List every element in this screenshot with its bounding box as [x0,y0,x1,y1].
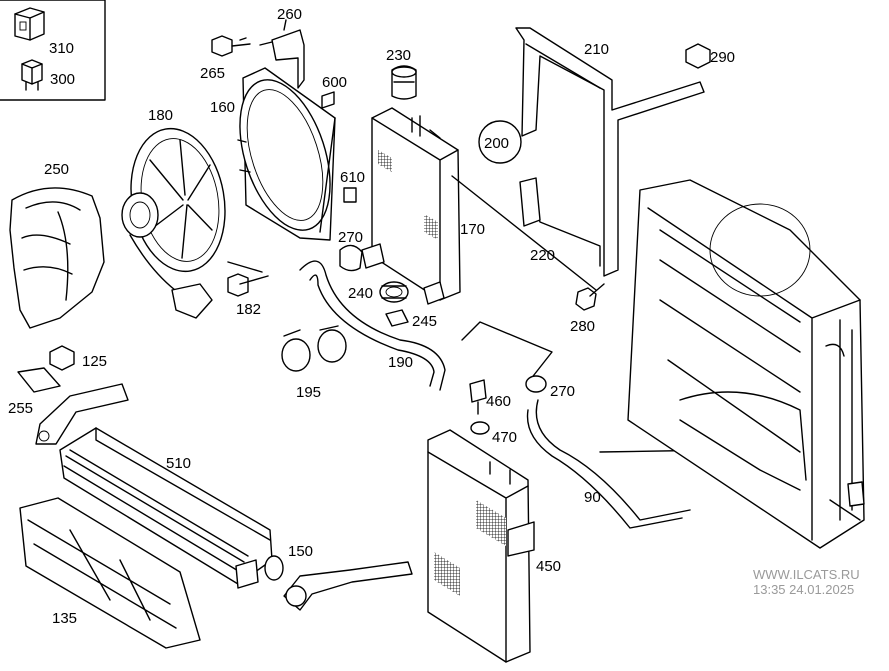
label-610: 610 [340,169,365,186]
label-220: 220 [530,247,555,264]
label-270-lower: 270 [550,383,575,400]
relay-300-drawing [21,59,43,91]
relay-inset-box [0,0,106,101]
bracket-255-drawing [17,367,129,445]
label-160: 160 [210,99,235,116]
bracket-260-drawing [259,19,305,89]
nut-125-drawing [49,345,75,371]
hose-90-drawing [535,399,691,521]
cap-270-upper-drawing [339,244,363,272]
radiator-450-drawing [427,429,535,663]
label-600: 600 [322,74,347,91]
label-170: 170 [460,221,485,238]
clamp-245-drawing [385,309,409,327]
label-450: 450 [536,558,561,575]
cooler-170-drawing [361,107,461,305]
fan-shroud-160-drawing [237,67,336,241]
label-195: 195 [296,384,321,401]
bracket-210-drawing [515,27,705,277]
fan-180-drawing [121,127,226,319]
relay-310-drawing [14,7,45,41]
label-240: 240 [348,285,373,302]
cap-270-lower-drawing [525,375,547,393]
callout-200-circle [478,120,522,164]
bolt-280-drawing [451,175,605,311]
label-270-upper: 270 [338,229,363,246]
watermark-site: WWW.ILCATS.RU [753,567,860,582]
label-255: 255 [8,400,33,417]
label-210: 210 [584,41,609,58]
cap-230-drawing [391,65,417,100]
plug-600-drawing [321,91,335,109]
label-150: 150 [288,543,313,560]
switch-460-drawing [461,321,553,415]
label-182: 182 [236,301,261,318]
label-510: 510 [166,455,191,472]
clip-610-drawing [343,187,357,203]
ring-240-drawing [379,281,409,303]
label-135: 135 [52,610,77,627]
label-180: 180 [148,107,173,124]
bolt-182-drawing [227,261,269,297]
nut-290-drawing [685,43,711,69]
label-260: 260 [277,6,302,23]
cooler-510-drawing [59,427,273,589]
label-250: 250 [44,161,69,178]
label-90: 90 [584,489,601,506]
label-230: 230 [386,47,411,64]
label-125: 125 [82,353,107,370]
ring-470-drawing [470,421,490,435]
label-310: 310 [49,40,74,57]
label-460: 460 [486,393,511,410]
duct-135-drawing [19,497,201,649]
label-280: 280 [570,318,595,335]
label-200: 200 [484,135,509,152]
label-265: 265 [200,65,225,82]
label-190: 190 [388,354,413,371]
gasket-150-drawing [264,555,413,611]
hose-190-inner-edge [309,274,435,387]
watermark-timestamp: 13:35 24.01.2025 [753,582,854,597]
label-290: 290 [710,49,735,66]
clamps-195-drawing [281,325,347,372]
label-470: 470 [492,429,517,446]
hose-90-inner-edge [526,409,683,529]
hose-190-drawing [299,260,446,391]
main-radiator-drawing [627,179,865,549]
fan-cover-250-drawing [9,187,105,329]
label-300: 300 [50,71,75,88]
bolt-265-drawing [211,35,251,57]
label-245: 245 [412,313,437,330]
